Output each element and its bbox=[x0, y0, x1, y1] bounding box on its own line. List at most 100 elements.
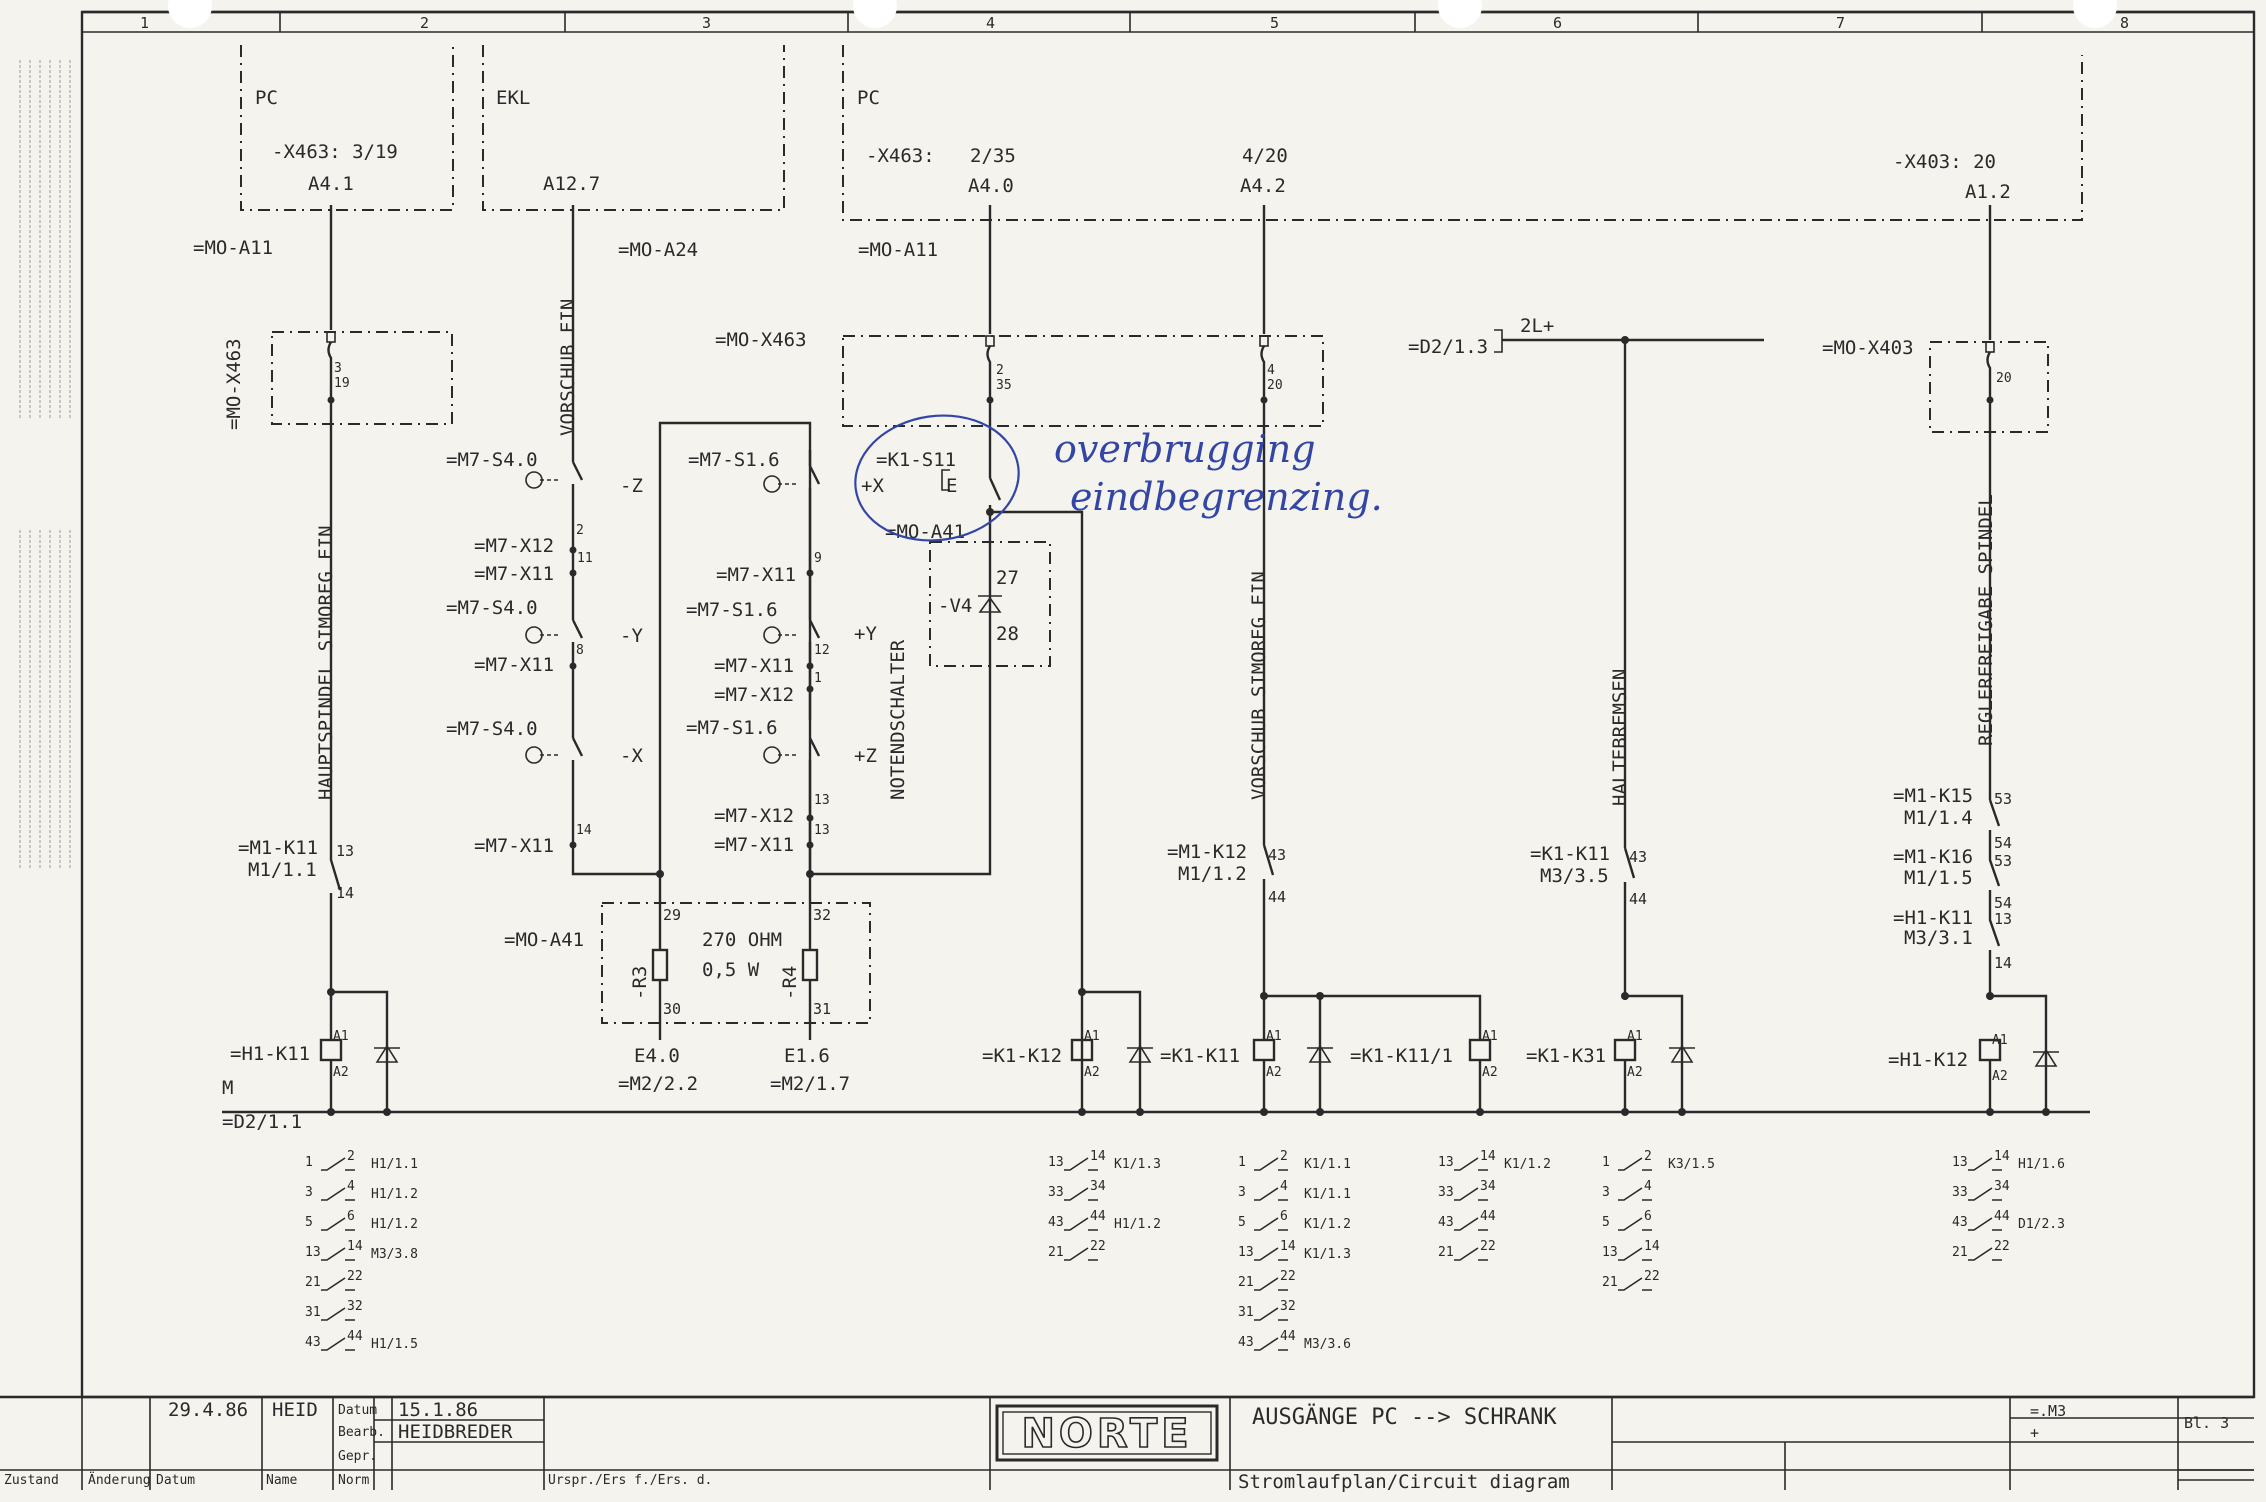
plus-sign: + bbox=[2030, 1424, 2039, 1442]
circuit-reglerfreigabe bbox=[1978, 205, 2059, 1116]
pin: 54 bbox=[1994, 894, 2012, 912]
contact-pin-a: 43 bbox=[1238, 1335, 1254, 1350]
module-label: =D2/1.3 bbox=[1408, 336, 1488, 358]
circuit-s16-switches bbox=[601, 421, 992, 1040]
punch-hole bbox=[1438, 0, 1482, 28]
contact-pin-a: 5 bbox=[305, 1215, 313, 1230]
terminal-name: =M7-X11 bbox=[474, 563, 554, 585]
contact-ref: K1/1.3 bbox=[1304, 1247, 1351, 1262]
contact-ref: M3/3.1 bbox=[1904, 927, 1973, 949]
pc-block-left bbox=[240, 45, 454, 211]
contact-ref: K3/1.5 bbox=[1668, 1157, 1715, 1172]
pin: 44 bbox=[1629, 890, 1647, 908]
contact-ref: M3/3.6 bbox=[1304, 1337, 1351, 1352]
column-number: 2 bbox=[420, 14, 429, 32]
terminal-number: 20 bbox=[1996, 371, 2012, 386]
contact-pin-a: 21 bbox=[1602, 1275, 1618, 1290]
pin: 1 bbox=[814, 671, 822, 686]
contact-pin-b: 34 bbox=[1090, 1179, 1106, 1194]
terminal-name: =M7-X11 bbox=[716, 564, 796, 586]
label-aenderung: Änderung bbox=[88, 1472, 151, 1488]
contact-pin-b: 4 bbox=[1644, 1179, 1652, 1194]
circuit-vorschub-simoreg bbox=[1252, 205, 1492, 1116]
axis-label: +Z bbox=[854, 745, 877, 767]
annotation-line-1: overbrugging bbox=[1054, 427, 1316, 471]
punch-hole bbox=[853, 0, 897, 28]
block-address: A4.2 bbox=[1240, 175, 1286, 197]
terminal-number: 3 bbox=[334, 361, 342, 376]
handwritten-annotation: overbrugging eindbegrenzing. bbox=[854, 414, 1383, 542]
contact-pin-b: 22 bbox=[347, 1269, 363, 1284]
contact-symbol bbox=[1254, 1157, 1288, 1171]
doc-code: =.M3 bbox=[2030, 1402, 2066, 1420]
block-title: EKL bbox=[496, 87, 530, 109]
contact-pin-b: 2 bbox=[1280, 1149, 1288, 1164]
contact-symbol bbox=[1254, 1217, 1288, 1231]
column-number: 8 bbox=[2120, 14, 2129, 32]
contact-pin-b: 22 bbox=[1280, 1269, 1296, 1284]
resistor-power: 0,5 W bbox=[702, 959, 760, 981]
vertical-label: VORSCHUB EIN bbox=[557, 299, 579, 436]
pin: 9 bbox=[814, 551, 822, 566]
block-terminal: -X463: bbox=[866, 145, 935, 167]
contact-name: =M1-K12 bbox=[1167, 841, 1247, 863]
contact-ref: M1/1.2 bbox=[1178, 863, 1247, 885]
contact-ref: M3/3.5 bbox=[1540, 865, 1609, 887]
contact-pin-b: 14 bbox=[347, 1239, 363, 1254]
contact-pin-b: 4 bbox=[347, 1179, 355, 1194]
contact-symbol bbox=[321, 1277, 355, 1291]
axis-label: -X bbox=[620, 745, 643, 767]
coil-name: =K1-K11/1 bbox=[1350, 1045, 1453, 1067]
block-terminal: -X403: 20 bbox=[1893, 151, 1996, 173]
contact-ref: K1/1.2 bbox=[1304, 1217, 1351, 1232]
pin: 29 bbox=[663, 906, 681, 924]
contact-pin-b: 44 bbox=[1994, 1209, 2010, 1224]
contact-symbol bbox=[1618, 1217, 1652, 1231]
contact-pin-b: 14 bbox=[1090, 1149, 1106, 1164]
output-ref: =M2/1.7 bbox=[770, 1073, 850, 1095]
pin: 13 bbox=[336, 842, 354, 860]
pin: 31 bbox=[813, 1000, 831, 1018]
contact-pin-a: 33 bbox=[1438, 1185, 1454, 1200]
pin: 13 bbox=[814, 823, 830, 838]
contact-pin-a: 43 bbox=[1438, 1215, 1454, 1230]
contact-pin-a: 33 bbox=[1952, 1185, 1968, 1200]
module-label: =MO-A11 bbox=[858, 239, 938, 261]
resistor-value: 270 OHM bbox=[702, 929, 782, 951]
coil-name: =K1-K31 bbox=[1526, 1045, 1606, 1067]
block-address: A12.7 bbox=[543, 173, 600, 195]
contact-ref: M3/3.8 bbox=[371, 1247, 418, 1262]
contact-pin-a: 13 bbox=[1602, 1245, 1618, 1260]
pin: 54 bbox=[1994, 834, 2012, 852]
side-notes bbox=[19, 60, 71, 870]
sheet-subtitle: Stromlaufplan/Circuit diagram bbox=[1238, 1471, 1570, 1493]
column-numbers: 1 2 3 4 5 6 7 8 bbox=[82, 12, 2254, 33]
coil-pin: A2 bbox=[333, 1065, 349, 1080]
contact-symbol bbox=[1968, 1247, 2002, 1261]
pin: 28 bbox=[996, 623, 1019, 645]
contact-name: =M1-K15 bbox=[1893, 785, 1973, 807]
coil-name: =H1-K11 bbox=[230, 1043, 310, 1065]
contact-pin-b: 22 bbox=[1994, 1239, 2010, 1254]
vertical-label: HALTEBREMSEN bbox=[1609, 669, 1631, 806]
coil-pin: A2 bbox=[1084, 1065, 1100, 1080]
contact-ref: K1/1.2 bbox=[1504, 1157, 1551, 1172]
rail-label: =D2/1.1 bbox=[222, 1111, 302, 1133]
terminal-number: 20 bbox=[1267, 378, 1283, 393]
module-label: =MO-X463 bbox=[715, 329, 807, 351]
module-label: =MO-A24 bbox=[618, 239, 698, 261]
axis-label: +X bbox=[861, 475, 884, 497]
contact-ref: H1/1.1 bbox=[371, 1157, 418, 1172]
terminal-name: =M7-X11 bbox=[714, 655, 794, 677]
terminal-number: 2 bbox=[996, 363, 1004, 378]
column-number: 1 bbox=[140, 14, 149, 32]
contact-pin-a: 3 bbox=[1602, 1185, 1610, 1200]
contact-pin-a: 1 bbox=[1238, 1155, 1246, 1170]
resistor-name: -R3 bbox=[629, 966, 651, 1000]
contact-ref: H1/1.6 bbox=[2018, 1157, 2065, 1172]
punch-hole bbox=[168, 0, 212, 28]
pin: 44 bbox=[1268, 888, 1286, 906]
contact-pin-a: 3 bbox=[305, 1185, 313, 1200]
